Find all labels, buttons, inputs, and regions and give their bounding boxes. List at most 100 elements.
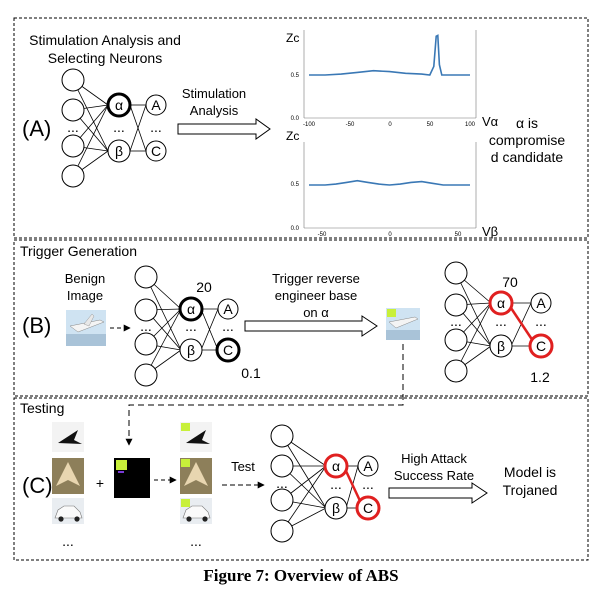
input-neuron <box>134 298 158 322</box>
panel-a-label: (A) <box>22 116 51 141</box>
arrow-b-label-line2: engineer base <box>275 288 357 303</box>
neuron-beta-label: β <box>332 500 340 516</box>
output-ellipsis: ... <box>150 119 162 135</box>
output-ellipsis: ... <box>222 318 234 334</box>
panel-b-label: (B) <box>22 313 51 338</box>
hidden-ellipsis: ... <box>185 318 197 334</box>
neuron-beta-label: β <box>187 342 195 358</box>
neuron-alpha-value: 20 <box>196 279 212 295</box>
neuron-a-label: A <box>363 458 373 474</box>
hollow-arrow-b <box>244 315 378 337</box>
chart1-series-line <box>309 34 470 76</box>
neuron-c-label: C <box>151 143 161 159</box>
test-image-car <box>52 498 84 524</box>
input-neuron <box>270 454 294 478</box>
chart1-ylabel: Zc <box>286 31 299 45</box>
output-ellipsis: ... <box>362 476 374 492</box>
figure-caption: Figure 7: Overview of ABS <box>203 566 398 585</box>
neuron-alpha <box>178 296 204 322</box>
neuron-beta <box>107 139 131 163</box>
chart2-xtick-0: -50 <box>318 232 327 238</box>
hidden-ellipsis: ... <box>113 119 125 135</box>
chart1-xlabel: Vα <box>482 114 499 129</box>
input-neuron <box>134 363 158 387</box>
plus-sign: + <box>96 475 104 491</box>
input-neuron <box>444 261 468 285</box>
chart1-xtick-0: -100 <box>303 122 316 128</box>
neuron-beta-label: β <box>497 338 505 354</box>
neuron-alpha-value: 70 <box>502 274 518 290</box>
network-b-after: ... 70 α ... β A ... C 1.2 <box>444 261 554 385</box>
arrow-a-label-line2: Analysis <box>190 103 239 118</box>
input-neuron <box>61 68 85 92</box>
hidden-ellipsis: ... <box>330 476 342 492</box>
neuron-alpha <box>106 92 132 118</box>
neuron-a-label: A <box>151 97 161 113</box>
test-image-plane <box>52 458 84 494</box>
panel-b-title: Trigger Generation <box>20 243 137 259</box>
neuron-a-label: A <box>223 301 233 317</box>
input-neuron <box>270 424 294 448</box>
input-neuron <box>444 293 468 317</box>
neuron-alpha-label: α <box>115 97 123 113</box>
input-neuron <box>134 265 158 289</box>
trigger-to-test-connector <box>125 344 404 446</box>
panel-a-title-line1: Stimulation Analysis and <box>29 32 181 48</box>
red-path-alpha-to-c <box>344 470 363 504</box>
input-neuron <box>270 519 294 543</box>
input-neuron <box>444 359 468 383</box>
chart2-ylabel: Zc <box>286 129 299 143</box>
panel-b-frame <box>13 239 589 397</box>
compromise-note-line3: d candidate <box>491 149 564 165</box>
neuron-c <box>355 495 381 521</box>
compromise-note-line2: compromise <box>489 132 565 148</box>
arrow-b-label-line3: on α <box>303 305 329 320</box>
network-b: ... 20 α ... β A ... C 0.1 <box>134 265 261 387</box>
stamped-images-ellipsis: ... <box>190 533 202 549</box>
panel-c-label: (C) <box>22 473 53 498</box>
panel-a-frame <box>13 17 589 239</box>
neuron-c-value: 1.2 <box>530 369 550 385</box>
neuron-alpha <box>323 453 349 479</box>
arrow-c-label-line2: Success Rate <box>394 468 474 483</box>
chart1-xtick-1: -50 <box>346 122 355 128</box>
chart1-xtick-4: 100 <box>465 122 476 128</box>
trigger-mask-image <box>114 458 150 498</box>
input-neuron <box>61 98 85 122</box>
neuron-a-label: A <box>536 295 546 311</box>
neuron-beta <box>489 334 513 358</box>
stamped-image-car <box>180 498 212 524</box>
neuron-alpha <box>488 290 514 316</box>
chart2-series-line <box>309 179 470 186</box>
trigger-patch <box>387 309 396 317</box>
input-ellipsis: ... <box>450 313 462 329</box>
neuron-a <box>357 455 379 477</box>
arrow-b-label-line1: Trigger reverse <box>272 271 360 286</box>
input-neuron <box>270 488 294 512</box>
input-ellipsis: ... <box>276 475 288 491</box>
panel-c-frame <box>13 397 589 561</box>
result-line1: Model is <box>504 464 556 480</box>
neuron-beta-label: β <box>115 143 123 159</box>
input-neuron <box>61 164 85 188</box>
test-label: Test <box>231 459 255 474</box>
benign-image-line1: Benign <box>65 271 105 286</box>
network-a: ... α ... β A ... C <box>61 68 167 188</box>
neuron-c-value: 0.1 <box>241 365 261 381</box>
input-ellipsis: ... <box>67 119 79 135</box>
neuron-a <box>530 292 552 314</box>
benign-airplane-image <box>66 310 106 346</box>
input-neuron <box>61 134 85 158</box>
stamped-image-bird <box>180 422 212 452</box>
neuron-beta <box>179 338 203 362</box>
panel-c-title: Testing <box>20 400 64 416</box>
compromise-note-line1: α is <box>516 115 538 131</box>
arrow-c-label-line1: High Attack <box>401 451 467 466</box>
hollow-arrow-c <box>388 482 488 504</box>
chart2-xlabel: Vβ <box>482 224 498 239</box>
test-image-bird <box>52 422 84 452</box>
stamped-image-plane <box>180 458 212 494</box>
hidden-ellipsis: ... <box>495 313 507 329</box>
chart2-xtick-1: 0 <box>388 232 392 238</box>
